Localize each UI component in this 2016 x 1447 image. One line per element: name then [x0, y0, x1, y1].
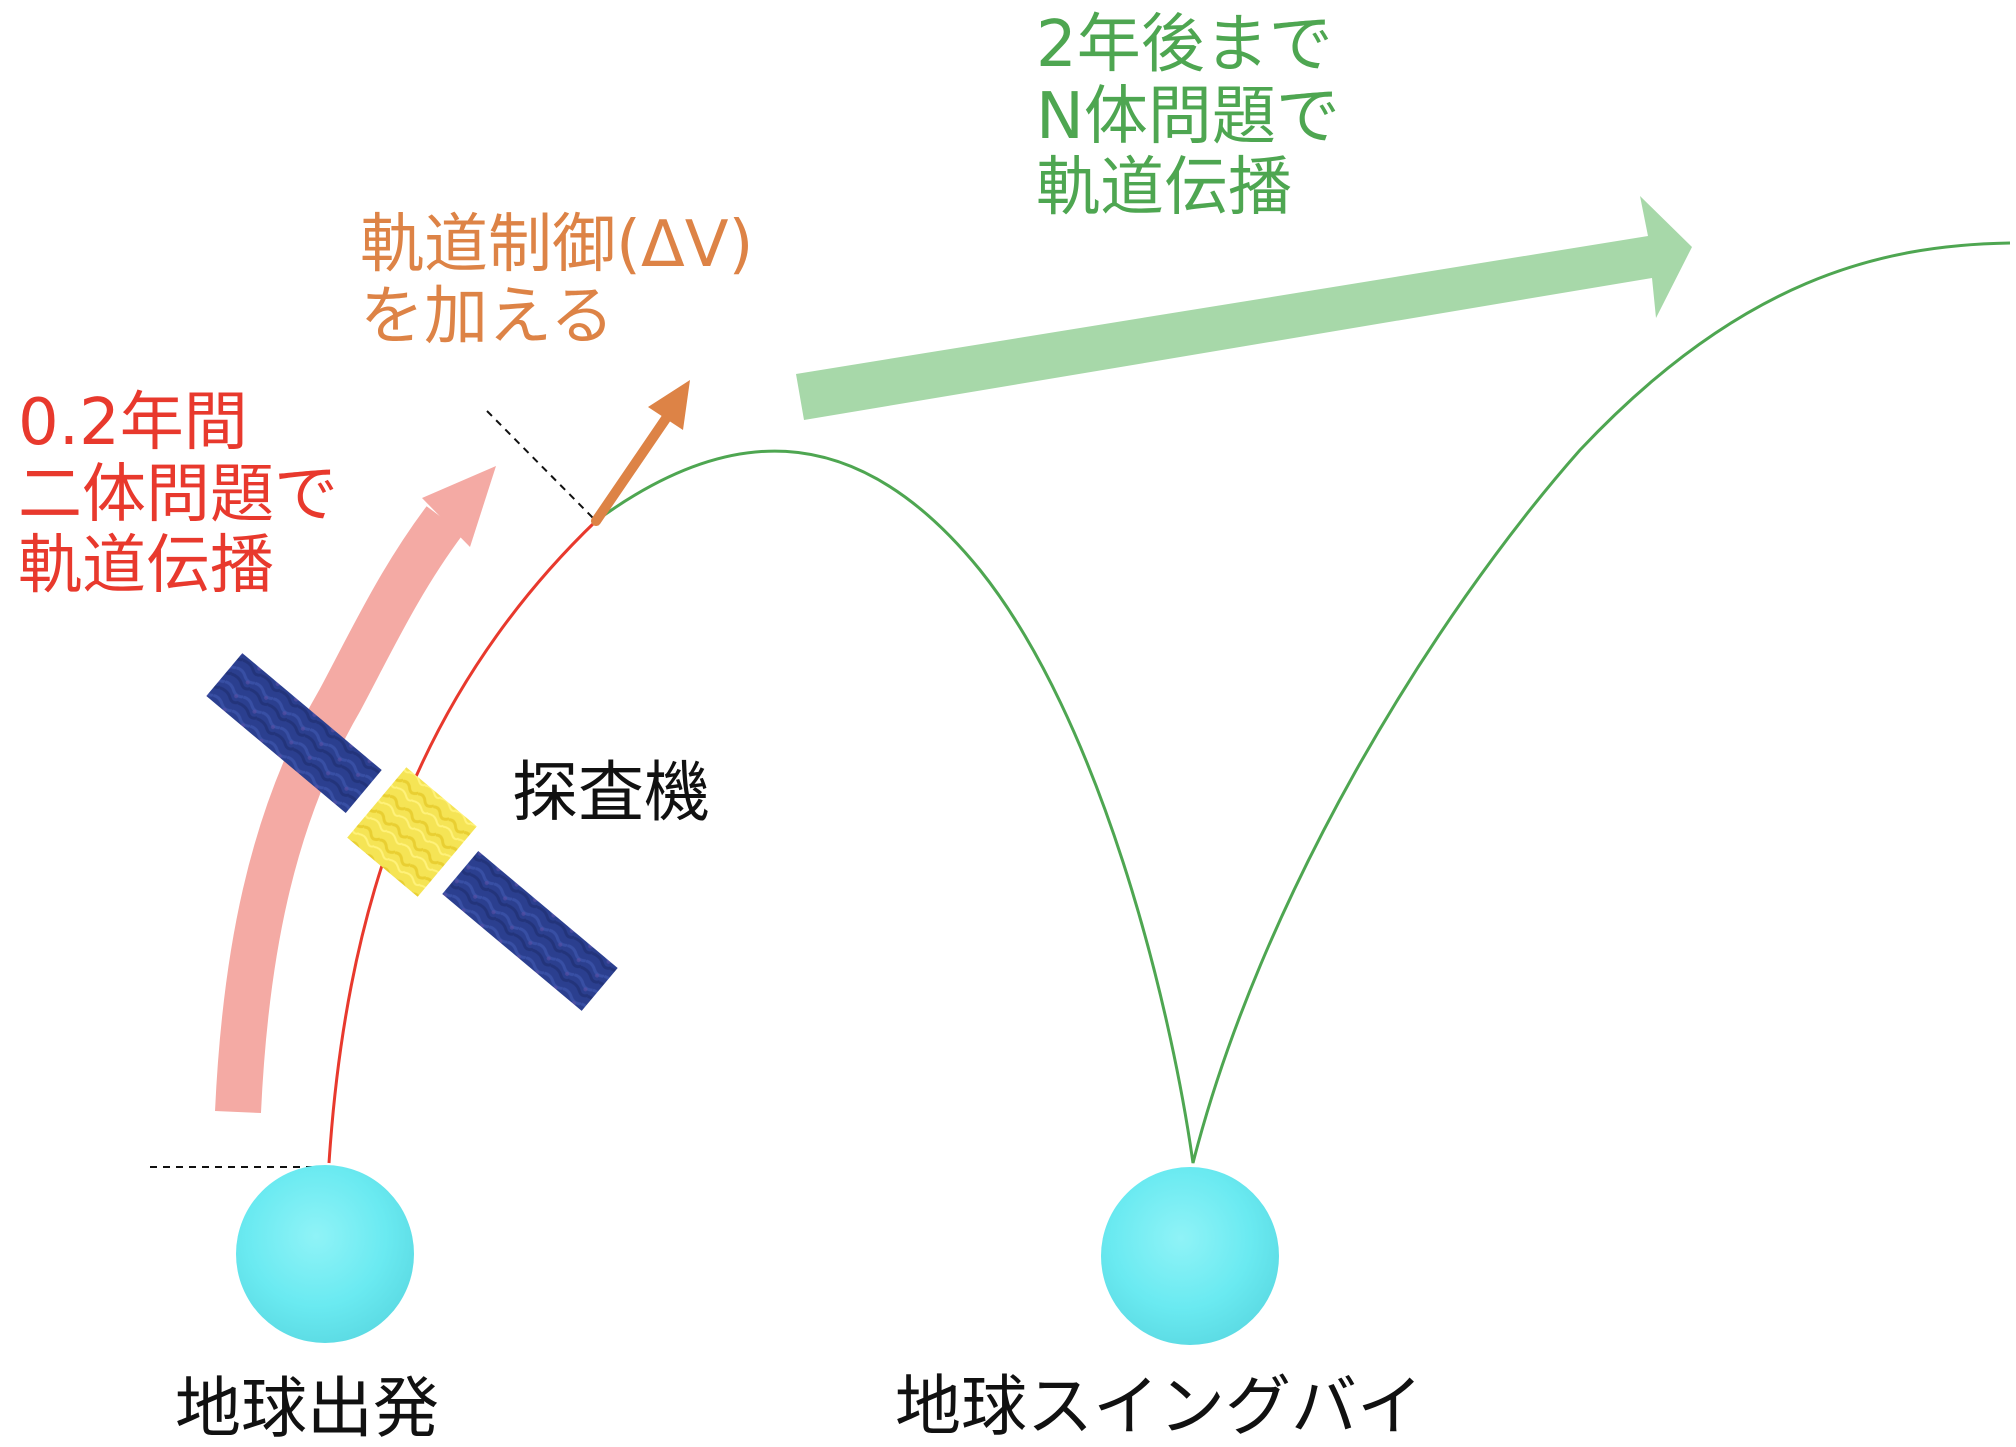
delta-v-label-line: を加える — [360, 279, 615, 354]
n-body-phase-arrow — [796, 196, 1692, 420]
delta-v-label-line: 軌道制御(ΔV) — [360, 208, 754, 282]
delta-v-arrow — [591, 380, 690, 526]
earth-departure-label: 地球出発 — [175, 1370, 439, 1447]
two-body-label-line: 二体問題で — [18, 457, 338, 532]
spacecraft-icon — [206, 653, 618, 1011]
earth-icon — [236, 1165, 414, 1343]
solar-panel-right — [442, 851, 618, 1011]
earth-icon — [1101, 1167, 1279, 1345]
solar-panel-left — [206, 653, 382, 813]
earth-swingby-label: 地球スイングバイ — [895, 1368, 1423, 1445]
two-body-label: 0.2年間 二体問題で 軌道伝播 — [18, 386, 338, 604]
two-body-label-line: 軌道伝播 — [18, 529, 274, 604]
n-body-trajectory — [595, 241, 2011, 1164]
probe-label: 探査機 — [512, 754, 710, 831]
n-body-label: 2年後まで N体問題で 軌道伝播 — [1036, 8, 1340, 226]
n-body-label-line: 2年後まで — [1036, 8, 1333, 82]
maneuver-reference-line — [486, 410, 597, 522]
probe-body — [347, 767, 477, 897]
two-body-label-line: 0.2年間 — [18, 386, 248, 460]
n-body-label-line: N体問題で — [1036, 79, 1340, 154]
delta-v-label: 軌道制御(ΔV) を加える — [360, 208, 754, 354]
n-body-label-line: 軌道伝播 — [1036, 151, 1292, 226]
